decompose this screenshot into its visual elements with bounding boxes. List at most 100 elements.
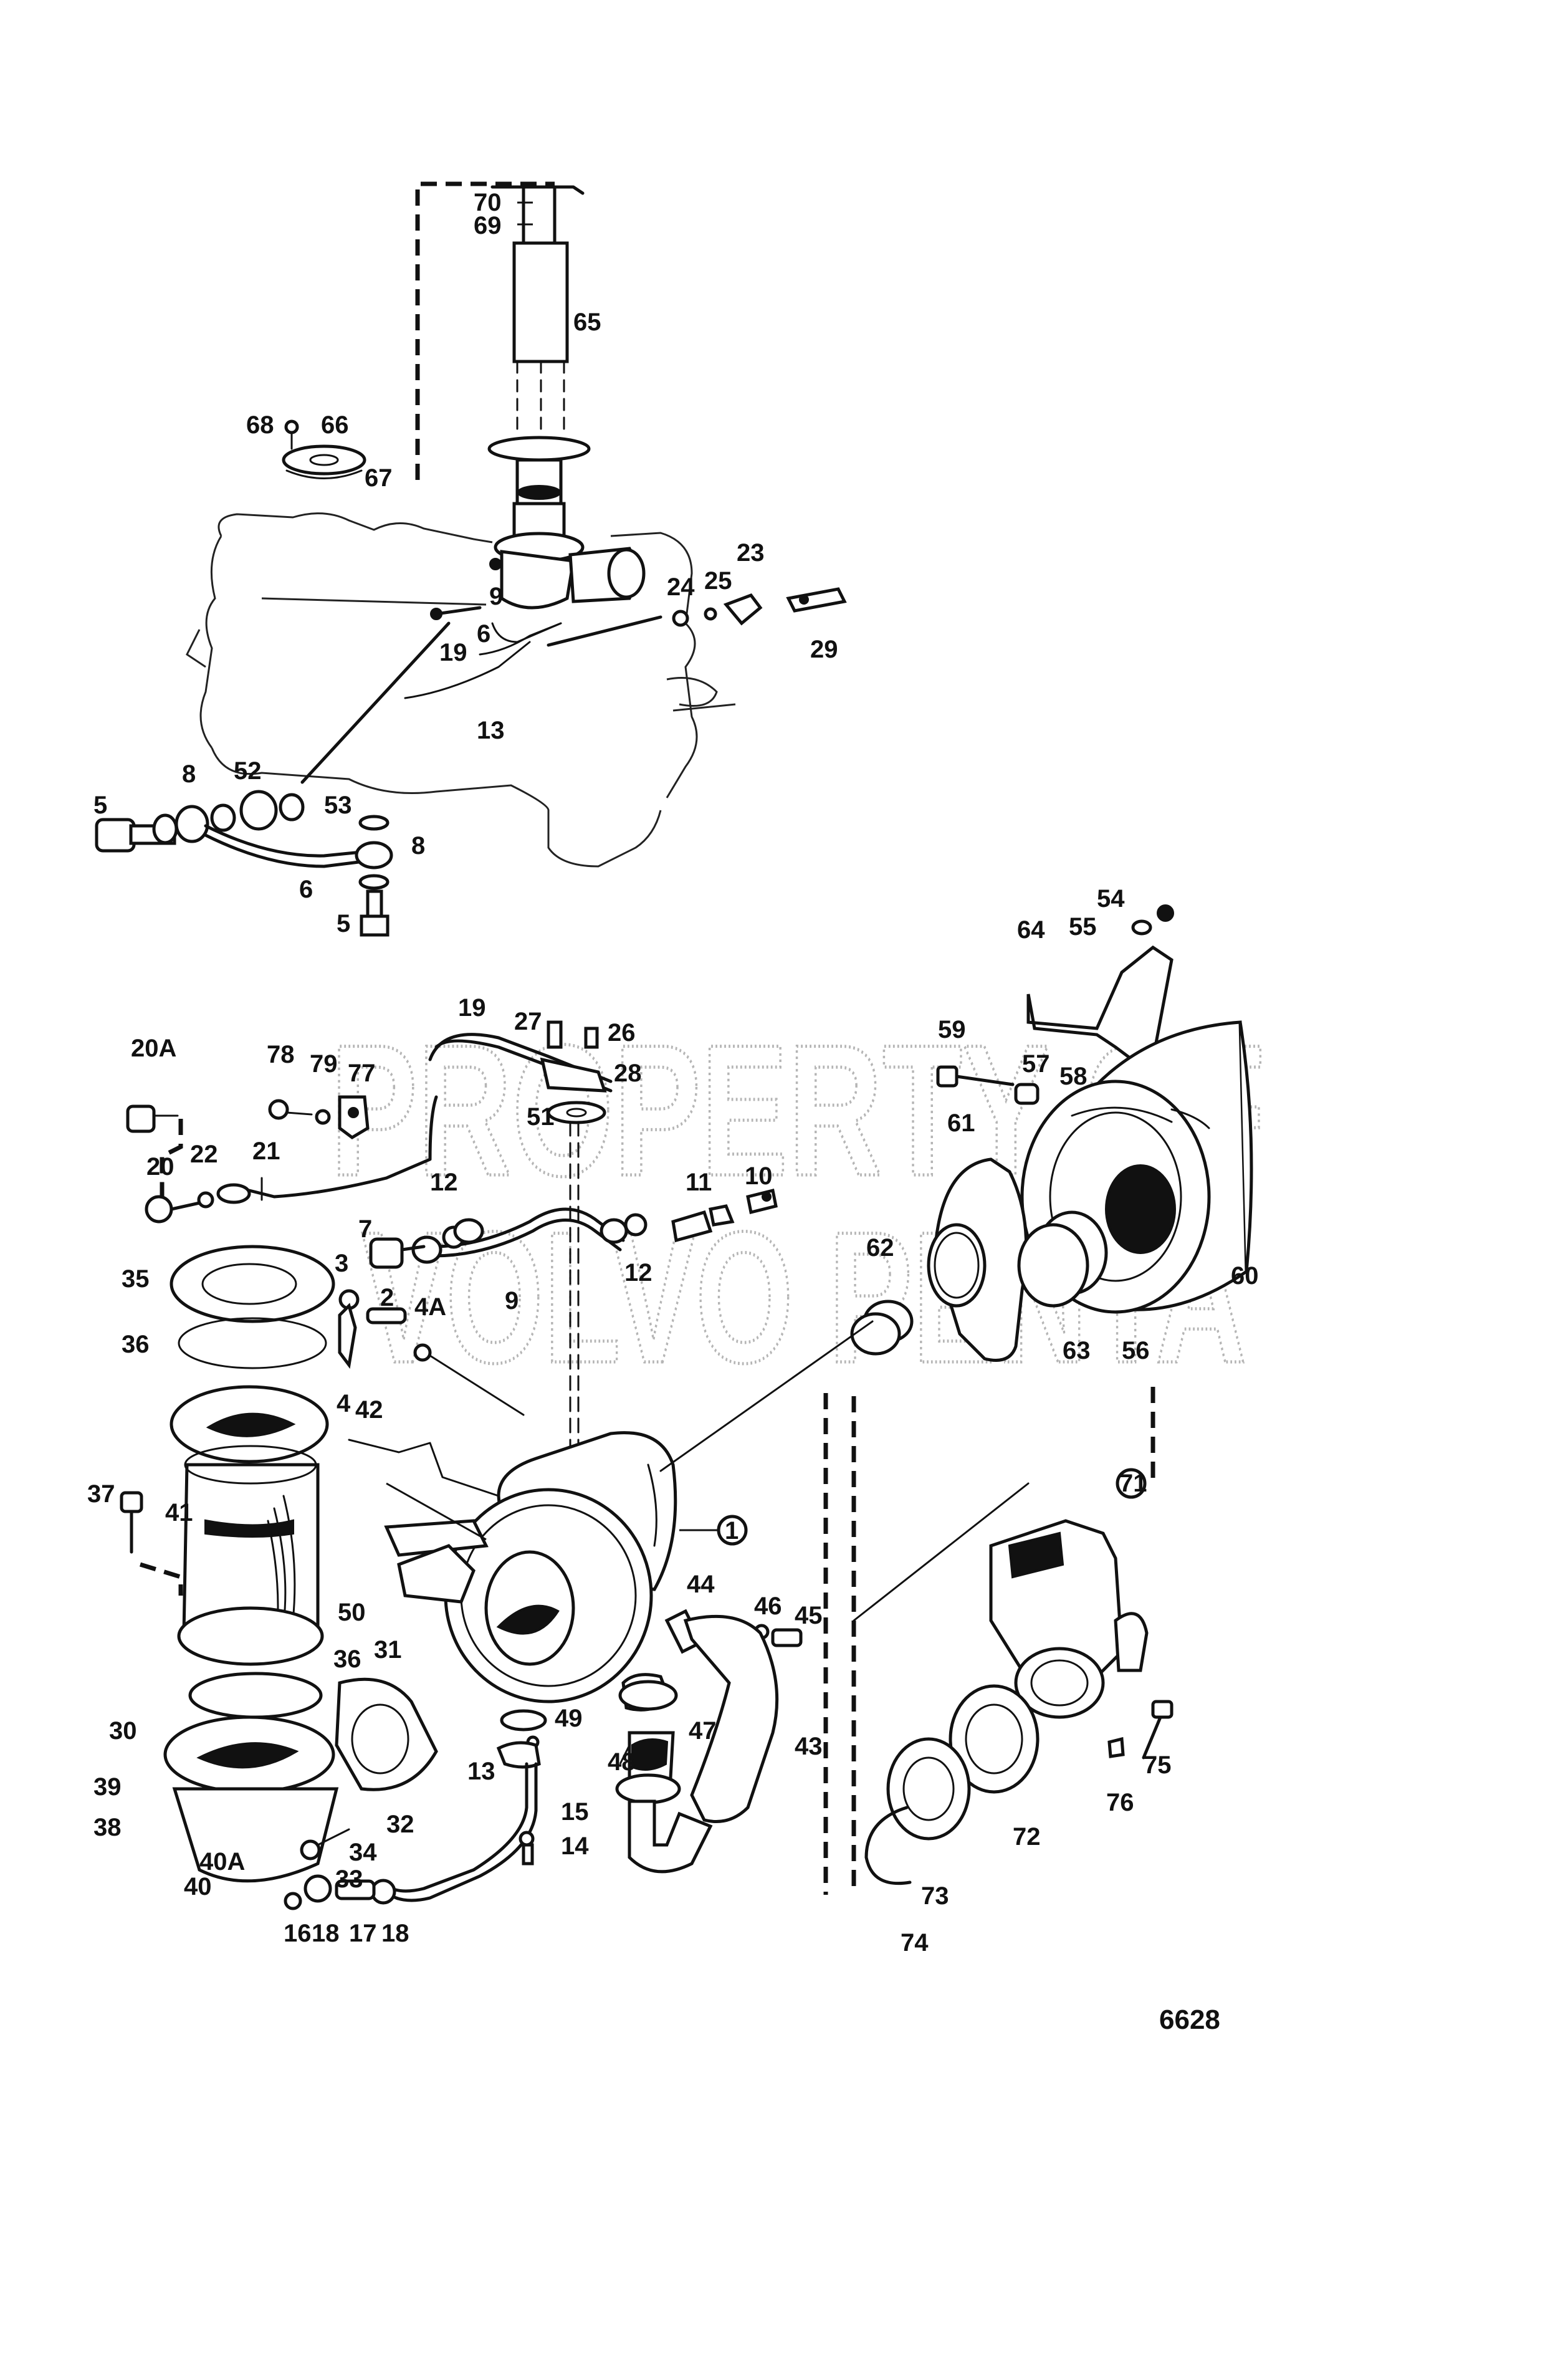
engine-fittings xyxy=(300,587,847,784)
label-15: 15 xyxy=(561,1798,589,1826)
label-58: 58 xyxy=(1059,1063,1088,1090)
label-27: 27 xyxy=(514,1008,542,1035)
label-63: 63 xyxy=(1063,1337,1091,1364)
label-2: 2 xyxy=(380,1284,394,1311)
label-38: 38 xyxy=(93,1814,122,1841)
label-9-mid: 9 xyxy=(505,1287,519,1315)
air-intake-housing xyxy=(823,1387,1174,1895)
label-61: 61 xyxy=(947,1109,975,1137)
label-75: 75 xyxy=(1144,1751,1172,1779)
label-30: 30 xyxy=(109,1717,137,1745)
label-71: 71 xyxy=(1119,1470,1147,1497)
label-79: 79 xyxy=(310,1050,338,1078)
label-53: 53 xyxy=(324,792,352,819)
exhaust-elbow-assembly xyxy=(615,1609,803,1874)
label-42: 42 xyxy=(355,1396,383,1424)
label-67: 67 xyxy=(365,464,393,492)
label-69: 69 xyxy=(474,212,502,239)
label-50: 50 xyxy=(338,1599,366,1626)
label-40A: 40A xyxy=(199,1848,245,1875)
label-52: 52 xyxy=(234,757,262,785)
label-34: 34 xyxy=(349,1839,377,1866)
label-62: 62 xyxy=(866,1234,894,1262)
label-14: 14 xyxy=(561,1832,589,1860)
label-47: 47 xyxy=(689,1717,717,1745)
label-76: 76 xyxy=(1106,1789,1134,1816)
exhaust-pipe-assembly xyxy=(282,181,646,610)
label-21: 21 xyxy=(252,1138,280,1165)
label-73: 73 xyxy=(921,1882,949,1910)
engine-outline xyxy=(186,512,736,868)
label-36-bottom: 36 xyxy=(333,1645,361,1673)
label-18-left: 18 xyxy=(312,1920,340,1947)
label-3: 3 xyxy=(335,1250,348,1277)
label-19-mid: 19 xyxy=(458,994,486,1022)
label-36-top: 36 xyxy=(122,1331,150,1358)
oil-line-assembly xyxy=(95,790,393,937)
label-9-top: 9 xyxy=(489,583,503,610)
label-10: 10 xyxy=(745,1162,773,1190)
label-33: 33 xyxy=(335,1866,363,1893)
label-32: 32 xyxy=(386,1811,414,1838)
label-66: 66 xyxy=(321,411,349,439)
label-20: 20 xyxy=(146,1153,174,1181)
turbocharger-assembly xyxy=(120,1245,874,1883)
label-24: 24 xyxy=(667,573,695,601)
label-65: 65 xyxy=(573,309,601,336)
label-25: 25 xyxy=(704,567,732,595)
label-39: 39 xyxy=(93,1773,122,1801)
label-70: 70 xyxy=(474,189,502,216)
label-59: 59 xyxy=(938,1016,966,1043)
label-6-top: 6 xyxy=(477,620,490,648)
label-64: 64 xyxy=(1017,916,1045,944)
label-5-bottom: 5 xyxy=(337,910,350,937)
label-54: 54 xyxy=(1097,885,1125,912)
label-48: 48 xyxy=(608,1748,636,1776)
label-40: 40 xyxy=(184,1873,212,1900)
label-78: 78 xyxy=(267,1041,295,1068)
label-12-right: 12 xyxy=(624,1259,653,1286)
label-19-top: 19 xyxy=(439,639,467,666)
label-56: 56 xyxy=(1122,1337,1150,1364)
label-11: 11 xyxy=(686,1169,712,1196)
label-55: 55 xyxy=(1069,913,1097,941)
label-5-left: 5 xyxy=(93,792,107,819)
label-41: 41 xyxy=(165,1499,193,1526)
label-45: 45 xyxy=(795,1602,823,1629)
label-8-left: 8 xyxy=(182,760,196,788)
label-12-left: 12 xyxy=(430,1169,458,1196)
label-7: 7 xyxy=(358,1215,372,1243)
label-26: 26 xyxy=(608,1019,636,1046)
label-29: 29 xyxy=(810,636,838,663)
label-13-top: 13 xyxy=(477,717,505,744)
label-16: 16 xyxy=(284,1920,312,1947)
label-49: 49 xyxy=(555,1705,583,1732)
label-44: 44 xyxy=(687,1571,715,1598)
label-68: 68 xyxy=(246,411,274,439)
label-57: 57 xyxy=(1022,1050,1050,1078)
label-37: 37 xyxy=(87,1480,115,1508)
label-51: 51 xyxy=(527,1103,555,1131)
label-28: 28 xyxy=(614,1060,642,1087)
label-6-bottom: 6 xyxy=(299,876,313,903)
label-13-bottom: 13 xyxy=(467,1758,495,1785)
air-filter-assembly xyxy=(850,904,1253,1362)
label-1: 1 xyxy=(725,1517,739,1545)
oil-return-line xyxy=(284,1741,541,1910)
label-18-right: 18 xyxy=(381,1920,409,1947)
label-72: 72 xyxy=(1013,1823,1041,1851)
label-22: 22 xyxy=(190,1141,218,1168)
label-74: 74 xyxy=(901,1929,929,1957)
label-60: 60 xyxy=(1231,1262,1259,1290)
label-77: 77 xyxy=(348,1060,376,1087)
upper-pipes xyxy=(126,1020,778,1454)
label-4: 4 xyxy=(337,1390,351,1417)
label-31: 31 xyxy=(374,1636,402,1664)
label-35: 35 xyxy=(122,1265,150,1293)
label-43: 43 xyxy=(795,1733,823,1760)
label-23: 23 xyxy=(737,539,765,567)
label-46: 46 xyxy=(754,1593,782,1620)
part-labels: 70 69 65 68 66 67 9 6 19 13 23 24 25 29 … xyxy=(87,189,1259,1957)
label-17: 17 xyxy=(349,1920,377,1947)
